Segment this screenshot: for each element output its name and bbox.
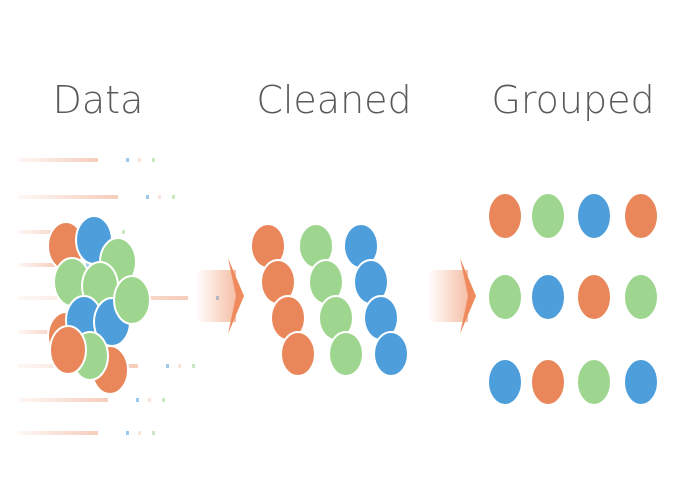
- arrow-icon: [428, 258, 476, 334]
- grouped-data-point: [530, 358, 566, 406]
- data-point: [49, 325, 87, 375]
- stage-label-grouped: Grouped: [491, 78, 654, 122]
- motion-dot: [138, 158, 141, 162]
- motion-dot: [122, 230, 125, 234]
- motion-dot: [152, 158, 155, 162]
- motion-dot: [162, 398, 165, 402]
- grouped-data-point: [487, 273, 523, 321]
- motion-streak: [18, 398, 108, 402]
- motion-dot: [136, 398, 139, 402]
- grouped-data-point: [623, 192, 659, 240]
- grouped-data-point: [530, 192, 566, 240]
- grouped-data-point: [487, 358, 523, 406]
- motion-dot: [166, 364, 169, 368]
- motion-streak: [18, 195, 118, 199]
- motion-dot: [152, 431, 155, 435]
- motion-streak: [18, 230, 68, 234]
- motion-streak: [18, 431, 98, 435]
- grouped-data-point: [576, 192, 612, 240]
- motion-dot: [172, 195, 175, 199]
- motion-dot: [178, 364, 181, 368]
- stage-label-data: Data: [53, 78, 144, 122]
- grouped-data-point: [530, 273, 566, 321]
- motion-dot: [138, 431, 141, 435]
- motion-dot: [158, 195, 161, 199]
- grouped-data-point: [487, 192, 523, 240]
- grouped-data-point: [576, 273, 612, 321]
- motion-streak: [18, 263, 58, 267]
- cleaned-data-point: [328, 331, 364, 377]
- cleaned-data-columns: [250, 223, 409, 377]
- motion-dot: [146, 195, 149, 199]
- cleaned-data-point: [280, 331, 316, 377]
- stage-label-cleaned: Cleaned: [256, 78, 411, 122]
- motion-dot: [192, 364, 195, 368]
- grouped-data-point: [576, 358, 612, 406]
- motion-streak: [18, 158, 98, 162]
- grouped-data-grid: [487, 192, 659, 406]
- raw-data-cluster: [47, 215, 151, 395]
- grouped-data-point: [623, 358, 659, 406]
- motion-dot: [148, 398, 151, 402]
- grouped-data-point: [623, 273, 659, 321]
- arrow-icon: [196, 258, 244, 334]
- cleaned-data-point: [373, 331, 409, 377]
- data-point: [113, 275, 151, 325]
- motion-dot: [126, 158, 129, 162]
- motion-streak: [18, 330, 58, 334]
- motion-dot: [86, 263, 89, 267]
- motion-dot: [126, 431, 129, 435]
